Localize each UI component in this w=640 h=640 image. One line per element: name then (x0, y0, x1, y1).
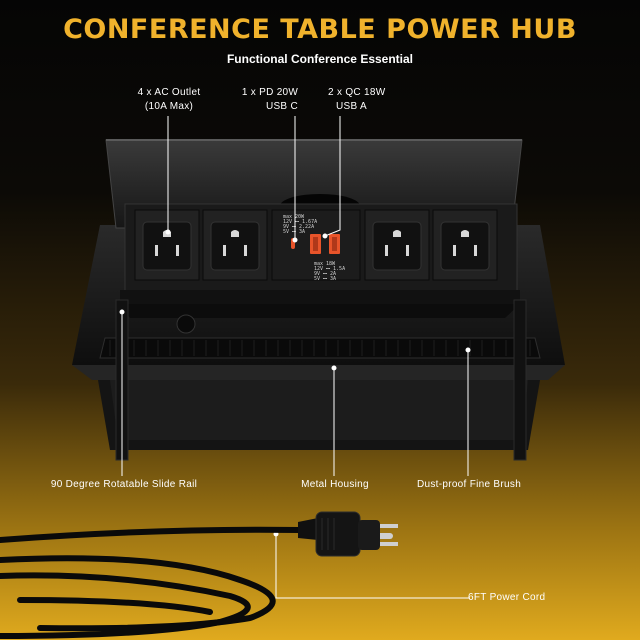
ac-outlet-label-line2: (10A Max) (144, 101, 194, 112)
frame-flange (72, 365, 565, 380)
page-subtitle: Functional Conference Essential (226, 52, 414, 66)
pd-usb-label-line1: 1 x PD 20W (241, 87, 299, 98)
cord-leader (275, 534, 470, 599)
ac-outlet (364, 209, 430, 281)
pd-spec-line: 5V ⎓ 3A (283, 229, 305, 235)
qc-spec-line: 12V ⎓ 1.5A (314, 266, 345, 272)
pd-usb-label-line2: USB C (265, 101, 298, 112)
power-cord-label: 6FT Power Cord (468, 592, 546, 603)
qc-spec-line: max 18W (314, 261, 336, 267)
pd-spec-line: max 20W (283, 214, 305, 220)
brush-label: Dust-proof Fine Brush (416, 479, 522, 490)
pd-usb-label: 1 x PD 20W USB C (230, 86, 310, 114)
qc-spec-line: 5V ⎓ 3A (314, 276, 336, 282)
qc-spec-line: 9V ⎓ 2A (314, 271, 336, 277)
brush-strip (99, 337, 541, 359)
ac-outlet (134, 209, 200, 281)
pd-spec-line: 9V ⎓ 2.22A (283, 224, 314, 230)
ac-outlet-label-line1: 4 x AC Outlet (137, 87, 201, 98)
housing-label: Metal Housing (301, 479, 369, 490)
qc-usb-label-line2: USB A (336, 101, 367, 112)
power-plug (298, 511, 398, 557)
ac-outlet-label: 4 x AC Outlet (10A Max) (128, 86, 210, 114)
slide-rail-label: 90 Degree Rotatable Slide Rail (50, 479, 198, 490)
qc-usb-label-line1: 2 x QC 18W (328, 87, 386, 98)
brush-bristles (109, 340, 531, 356)
housing-front (110, 380, 528, 440)
page-title: CONFERENCE TABLE POWER HUB (63, 14, 577, 45)
ac-outlet (202, 209, 268, 281)
power-cord (0, 526, 303, 639)
pd-spec-line: 12V ⎓ 1.67A (283, 219, 317, 225)
qc-leader (324, 116, 341, 237)
ac-outlet (432, 209, 498, 281)
qc-usb-label: 2 x QC 18W USB A (328, 86, 408, 114)
